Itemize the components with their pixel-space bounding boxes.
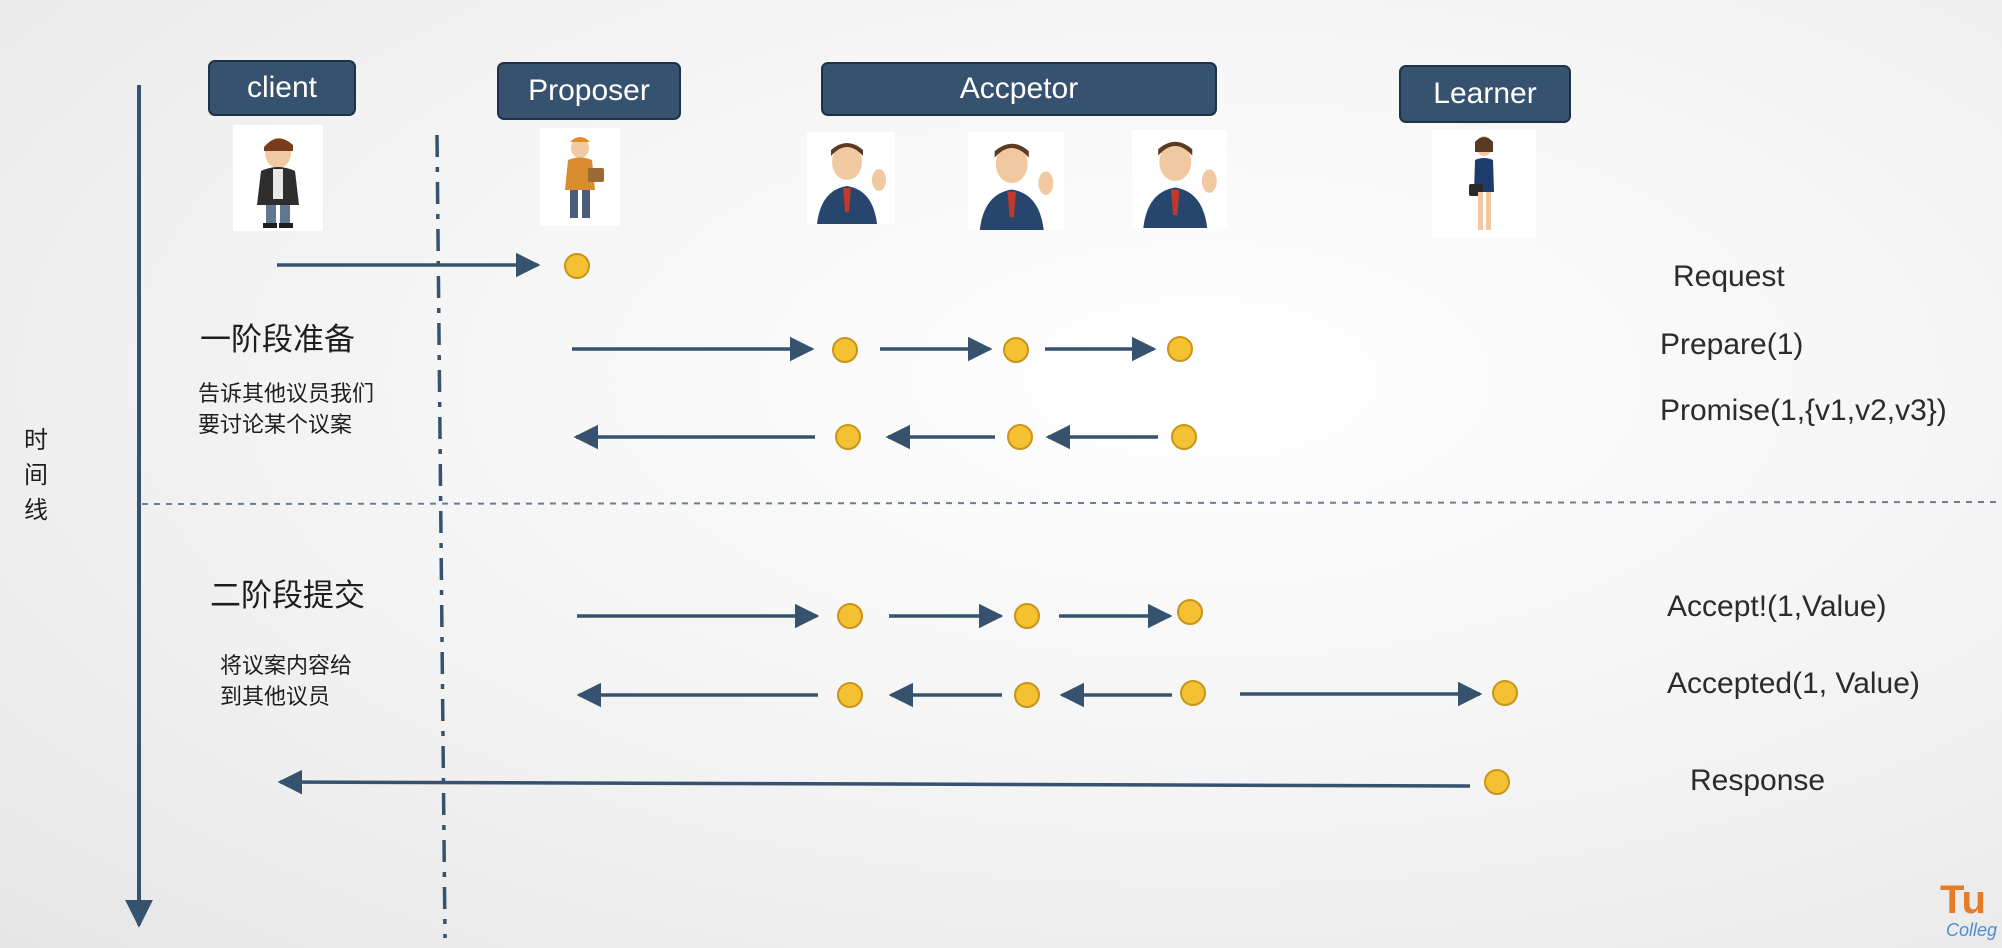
message-accepted: Accepted(1, Value) [1667,667,1920,700]
proposer-node-accepted [837,682,863,708]
watermark-logo-subtext: Colleg [1946,920,1998,940]
client-person-icon [257,138,299,228]
timeline-char-2: 间 [24,461,48,489]
phase2-note-line-2: 到其他议员 [220,685,331,710]
acceptor3-node-accept [1177,599,1203,625]
acceptor1-node-prepare [832,337,858,363]
acceptor-label: Accpetor [821,62,1217,116]
message-prepare: Prepare(1) [1660,328,1804,361]
acceptor2-node-promise [1007,424,1033,450]
acceptor-person-icon [1143,141,1217,228]
learner-figure [1432,130,1536,238]
acceptor2-node-accepted [1014,682,1040,708]
acceptor-person-icon [817,143,886,224]
message-request: Request [1673,260,1785,293]
message-accept: Accept!(1,Value) [1667,590,1887,623]
proposer-figure [540,128,620,226]
timeline-char-1: 时 [24,426,48,454]
proposer-lifeline [435,134,447,939]
phase-separator [141,501,2002,505]
phase1-title: 一阶段准备 [200,322,355,358]
acceptor-figure-1 [807,132,895,224]
arrow-response-to-client [277,769,1471,795]
acceptor3-node-prepare [1167,336,1193,362]
phase2-note-line-1: 将议案内容给 [220,654,353,679]
message-response: Response [1690,764,1826,797]
proposer-person-icon [565,137,604,218]
acceptor-person-icon [979,143,1054,230]
client-figure [233,125,323,231]
phase2-title: 二阶段提交 [210,578,365,614]
acceptor-figure-3 [1132,130,1227,228]
proposer-node-request [564,253,590,279]
acceptor1-node-accept [837,603,863,629]
phase1-note-line-1: 告诉其他议员我们 [198,382,375,407]
learner-person-icon [1469,136,1494,230]
learner-node-response [1484,769,1510,795]
client-label: client [208,60,356,116]
timeline-char-3: 线 [24,496,48,524]
learner-label: Learner [1399,65,1571,123]
acceptor3-node-promise [1171,424,1197,450]
watermark-logo-text: Tu [1940,878,1986,922]
phase1-note-line-2: 要讨论某个议案 [198,413,353,438]
message-promise: Promise(1,{v1,v2,v3}) [1660,394,1947,427]
learner-node-accepted [1492,680,1518,706]
acceptor3-node-accepted [1180,680,1206,706]
watermark-logo: Tu Colleg [1940,880,1997,940]
acceptor2-node-accept [1014,603,1040,629]
proposer-node-promise [835,424,861,450]
acceptor2-node-prepare [1003,337,1029,363]
proposer-label: Proposer [497,62,681,120]
acceptor-figure-2 [968,132,1064,230]
